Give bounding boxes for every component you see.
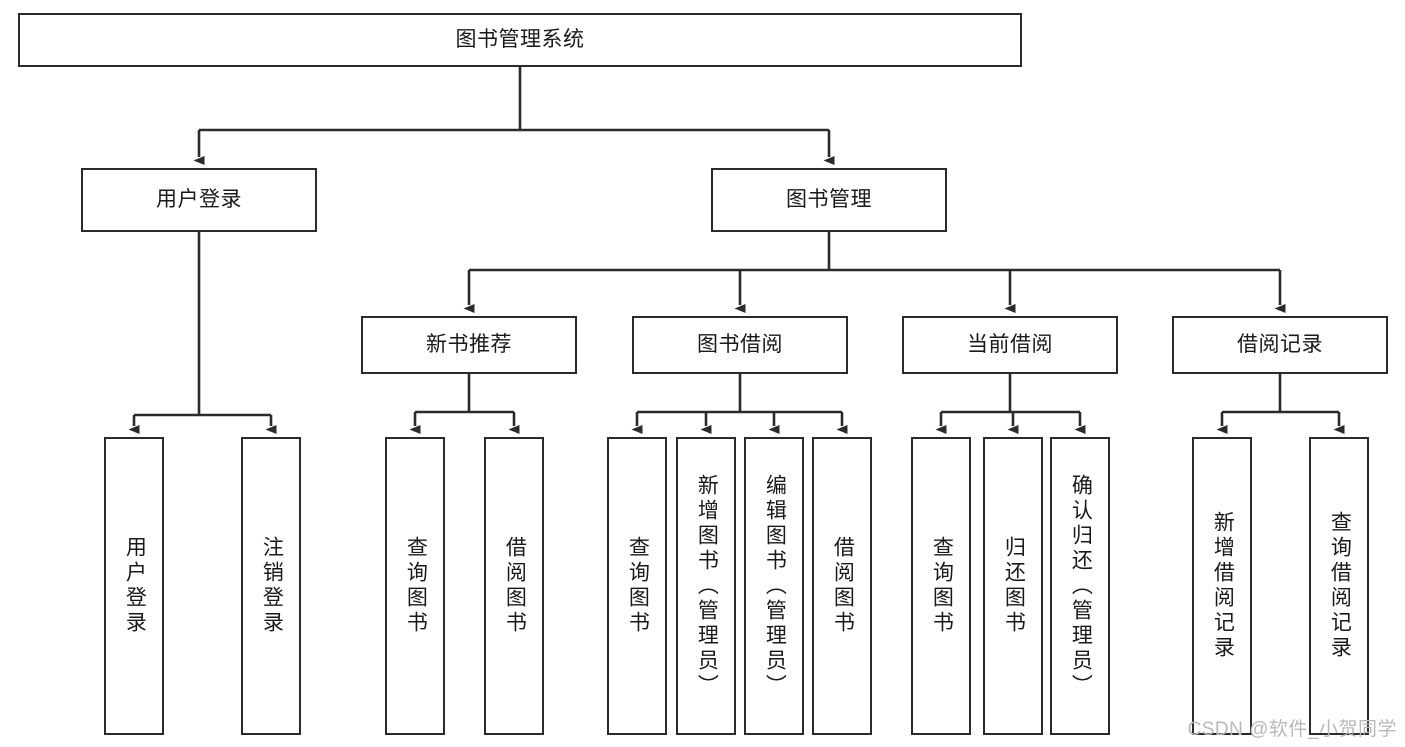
node-label: 新书推荐 — [426, 332, 512, 356]
node-label: 借阅图书 — [503, 536, 527, 636]
node-label: 图书借阅 — [697, 332, 783, 356]
node-label: 注销登录 — [260, 536, 284, 636]
node-current-borrow[interactable]: 当前借阅 — [902, 316, 1118, 374]
node-leaf-add-borrow-record[interactable]: 新增借阅记录 — [1192, 437, 1252, 735]
csdn-watermark: CSDN @软件_小贺同学 — [1187, 719, 1397, 740]
node-book-management[interactable]: 图书管理 — [711, 168, 947, 232]
node-label: 用户登录 — [123, 536, 147, 636]
node-new-book-recommend[interactable]: 新书推荐 — [361, 316, 577, 374]
node-label: 归还图书 — [1002, 536, 1026, 636]
node-label: 查询图书 — [626, 536, 650, 636]
node-leaf-borrow-book[interactable]: 借阅图书 — [812, 437, 872, 735]
node-leaf-query-book-recommend[interactable]: 查询图书 — [385, 437, 445, 735]
node-label: 图书管理 — [786, 187, 872, 211]
node-leaf-user-login[interactable]: 用户登录 — [104, 437, 164, 735]
node-label: 查询图书 — [404, 536, 428, 636]
node-leaf-query-book-current[interactable]: 查询图书 — [911, 437, 971, 735]
node-label: 借阅图书 — [831, 536, 855, 636]
node-leaf-add-book[interactable]: 新增图书（管理员） — [676, 437, 736, 735]
node-label: 借阅记录 — [1237, 332, 1323, 356]
node-root[interactable]: 图书管理系统 — [18, 13, 1022, 67]
node-leaf-borrow-book-recommend[interactable]: 借阅图书 — [484, 437, 544, 735]
node-leaf-user-logout[interactable]: 注销登录 — [241, 437, 301, 735]
node-leaf-query-borrow-record[interactable]: 查询借阅记录 — [1309, 437, 1369, 735]
node-borrow-records[interactable]: 借阅记录 — [1172, 316, 1388, 374]
node-label: 用户登录 — [156, 187, 242, 211]
node-label: 编辑图书（管理员） — [763, 473, 787, 699]
node-label: 图书管理系统 — [455, 27, 585, 51]
node-leaf-query-book-borrow[interactable]: 查询图书 — [607, 437, 667, 735]
node-user-login[interactable]: 用户登录 — [81, 168, 317, 232]
node-leaf-confirm-return[interactable]: 确认归还（管理员） — [1050, 437, 1110, 735]
node-label: 当前借阅 — [967, 332, 1053, 356]
node-label: 查询借阅记录 — [1328, 511, 1352, 661]
node-leaf-return-book[interactable]: 归还图书 — [983, 437, 1043, 735]
node-leaf-edit-book[interactable]: 编辑图书（管理员） — [744, 437, 804, 735]
node-label: 新增借阅记录 — [1211, 511, 1235, 661]
node-book-borrow[interactable]: 图书借阅 — [632, 316, 848, 374]
node-label: 新增图书（管理员） — [695, 473, 719, 699]
node-label: 确认归还（管理员） — [1069, 473, 1093, 699]
node-label: 查询图书 — [930, 536, 954, 636]
